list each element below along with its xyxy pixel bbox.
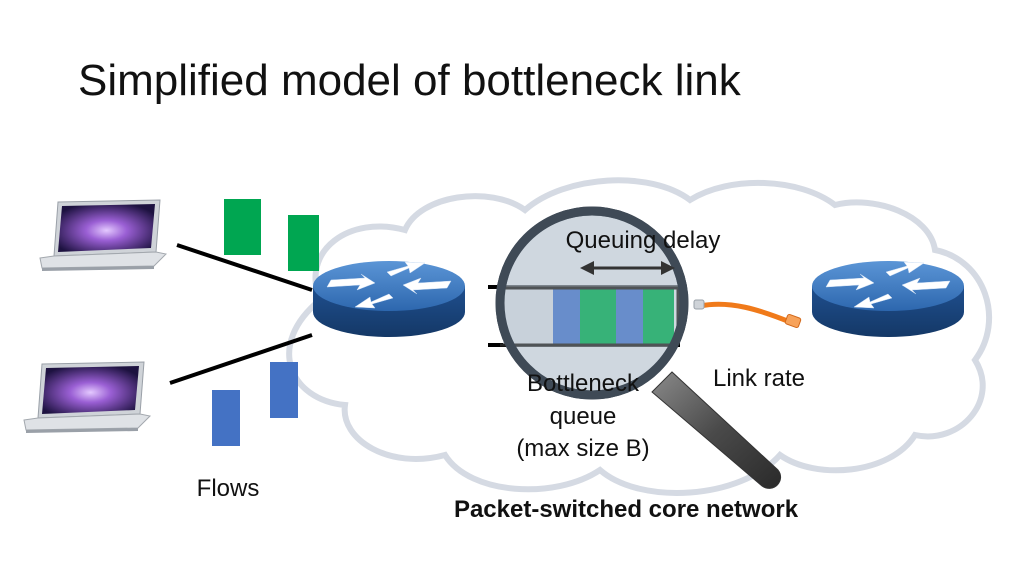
slide-title: Simplified model of bottleneck link [78, 56, 741, 105]
core-network-label: Packet-switched core network [454, 496, 799, 523]
flows-label: Flows [197, 475, 260, 502]
queue-packet-blue [553, 289, 580, 344]
router-icon [811, 260, 965, 338]
queuing-delay-label: Queuing delay [566, 227, 721, 254]
flow-packet-green [288, 215, 319, 271]
link-bottom-laptop [169, 333, 313, 385]
link-top-laptop [176, 243, 313, 292]
flow-packet-blue [270, 362, 298, 418]
queue-packet-blue [616, 289, 643, 344]
flow-packet-blue [212, 390, 240, 446]
queue-packet-green [580, 289, 616, 344]
ethernet-cable-icon [693, 299, 802, 329]
flow-packet-green [224, 199, 261, 255]
bottleneck-queue-label-line3: (max size B) [516, 435, 649, 462]
queuing-delay-arrow [580, 261, 675, 275]
bottleneck-queue-label-line2: queue [550, 403, 617, 430]
magnifying-glass-icon [495, 206, 782, 489]
queue-packet-green [643, 289, 674, 344]
router-icon [312, 260, 466, 338]
laptop-icon [23, 361, 151, 434]
laptop-icon [39, 199, 167, 272]
queue-slot-empty [503, 289, 553, 344]
link-rate-label: Link rate [713, 365, 805, 392]
bottleneck-queue-label-line1: Bottleneck [527, 370, 640, 397]
